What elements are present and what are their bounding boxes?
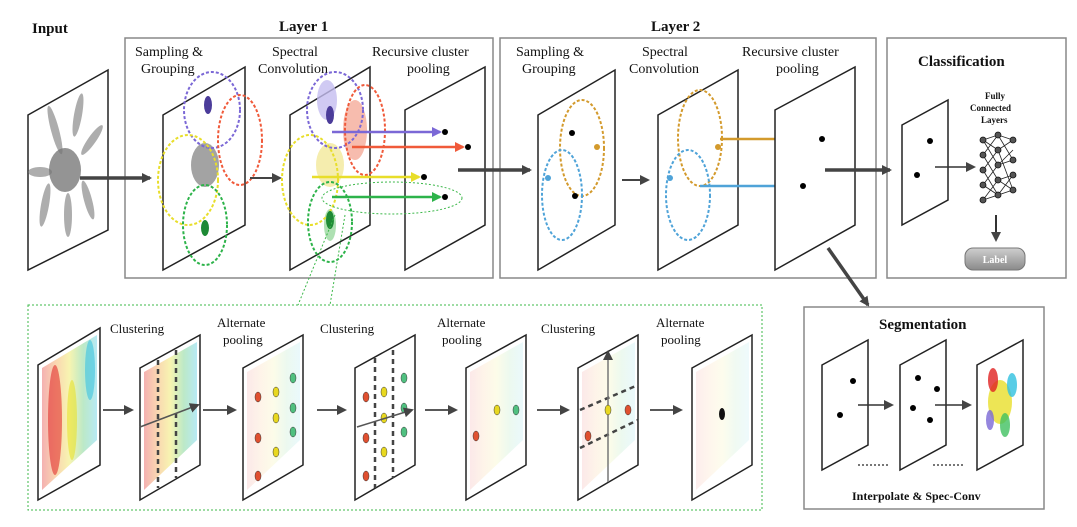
segmentation-title: Segmentation	[879, 317, 967, 333]
layer2-stage-pooling-line2: pooling	[776, 62, 819, 77]
input-point-cloud	[28, 93, 103, 237]
group-circle-green	[182, 184, 228, 266]
pooled-point-1	[442, 129, 448, 135]
l2-conv-circle-blue	[665, 149, 711, 241]
detail-step-3: Clustering	[320, 321, 375, 336]
label-output-text: Label	[983, 255, 1008, 266]
detail-step-2-line2: pooling	[223, 332, 263, 347]
layer2-stage-spectral-line2: Convolution	[629, 62, 699, 77]
pooled-point-2	[465, 144, 471, 150]
layer2-stage-sampling-line1: Sampling &	[516, 45, 584, 60]
classification-title: Classification	[918, 54, 1005, 70]
detail-plane-5	[465, 333, 527, 502]
layer2-title: Layer 2	[651, 19, 700, 35]
layer1-title: Layer 1	[279, 19, 328, 35]
segmentation-plane-1	[821, 338, 869, 472]
layer2-stage-sampling-line2: Grouping	[522, 62, 576, 77]
detail-plane-4	[354, 333, 416, 502]
layer2-stage-spectral-line1: Spectral	[642, 45, 688, 60]
detail-connector-left	[297, 214, 336, 306]
layer1-stage-pooling-line2: pooling	[407, 62, 450, 77]
layer2-stage-pooling-line1: Recursive cluster	[742, 45, 839, 60]
arrow-layer2-to-segmentation	[826, 246, 870, 307]
fc-label-line1: Fully	[985, 91, 1006, 101]
layer2-pooling-plane	[774, 65, 856, 272]
l2-pooled-point-2	[800, 183, 806, 189]
pooled-point-4	[442, 194, 448, 200]
conv-circle-purple	[306, 71, 364, 149]
group-circle-yellow	[157, 134, 219, 226]
fc-label-line3: Layers	[981, 115, 1008, 125]
pool-highlight-ellipse	[321, 181, 463, 215]
conv-circle-green	[307, 181, 353, 263]
detail-plane-2	[139, 333, 201, 502]
layer1-pooling-plane	[404, 65, 486, 272]
segmentation-plane-3	[976, 338, 1024, 472]
input-plane	[27, 68, 109, 272]
fully-connected-network-icon	[979, 131, 1017, 204]
input-label: Input	[32, 21, 68, 37]
detail-plane-3	[242, 333, 304, 502]
classification-plane	[901, 98, 949, 227]
layer2-sampling-plane	[537, 68, 616, 272]
detail-step-1: Clustering	[110, 321, 165, 336]
segmentation-caption: Interpolate & Spec-Conv	[852, 489, 981, 503]
conv-circle-yellow	[281, 134, 339, 226]
pooling-detail-box	[27, 304, 763, 511]
detail-step-6-line2: pooling	[661, 332, 701, 347]
detail-step-2-line1: Alternate	[217, 315, 266, 330]
detail-plane-6	[577, 333, 639, 502]
layer1-stage-sampling-line1: Sampling &	[135, 45, 203, 60]
layer1-stage-sampling-line2: Grouping	[141, 62, 195, 77]
l2-pooled-point-1	[819, 136, 825, 142]
fc-label-line2: Connected	[970, 103, 1011, 113]
label-output-box	[964, 247, 1026, 271]
segmentation-plane-2	[899, 338, 947, 472]
detail-step-5: Clustering	[541, 321, 596, 336]
l2-group-circle-blue	[541, 149, 583, 241]
layer1-stage-spectral-line2: Convolution	[258, 62, 328, 77]
layer1-stage-spectral-line1: Spectral	[272, 45, 318, 60]
pooled-point-3	[421, 174, 427, 180]
detail-step-4-line2: pooling	[442, 332, 482, 347]
group-circle-purple	[183, 71, 241, 149]
group-circle-red	[217, 94, 263, 186]
detail-connector-right	[329, 214, 346, 306]
detail-plane-1	[37, 326, 101, 502]
layer1-sampling-plane	[157, 65, 263, 272]
detail-step-4-line1: Alternate	[437, 315, 486, 330]
conv-circle-red	[344, 84, 386, 176]
detail-plane-7	[691, 333, 753, 502]
detail-step-6-line1: Alternate	[656, 315, 705, 330]
layer1-stage-pooling-line1: Recursive cluster	[372, 45, 469, 60]
